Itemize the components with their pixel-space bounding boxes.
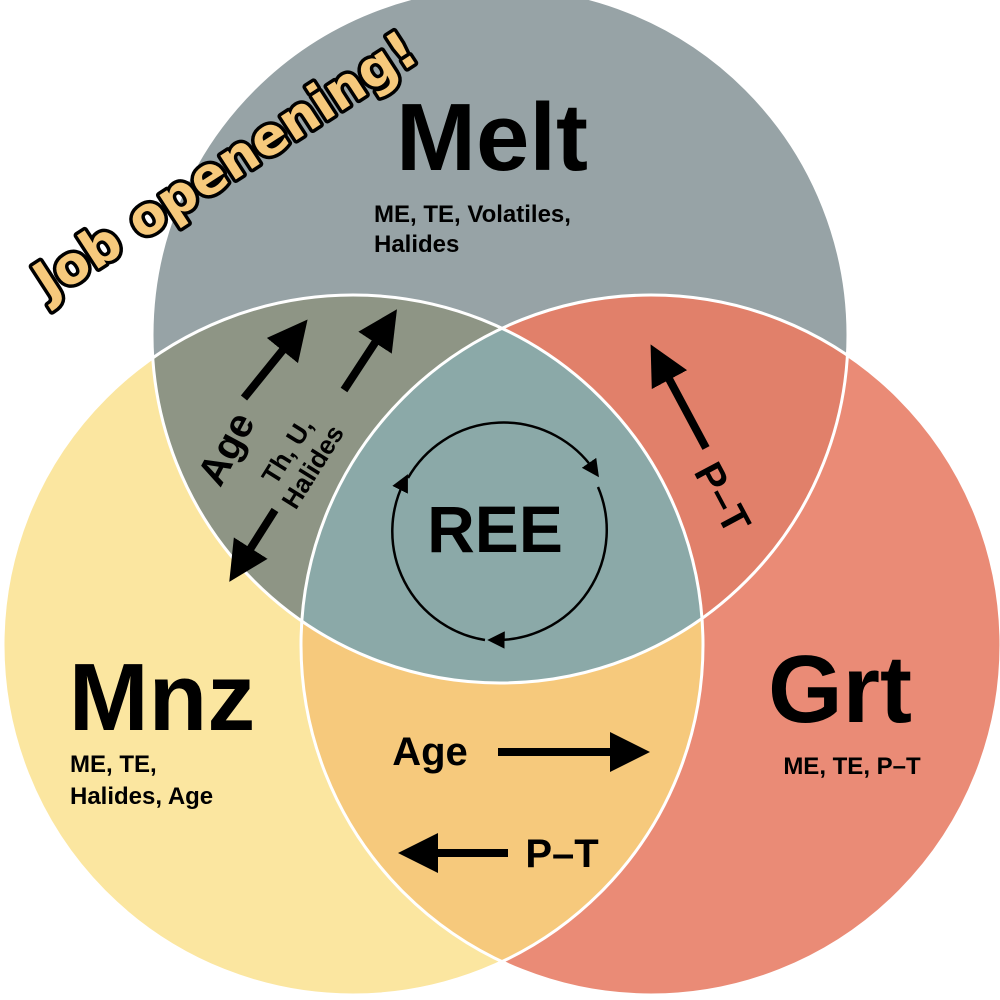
- melt-mnz-down-arrow: [229, 507, 279, 582]
- ree-cycle-arrow-left: [391, 474, 486, 642]
- mnz-desc-line2: Halides, Age: [70, 783, 213, 810]
- mnz-title: Mnz: [69, 644, 256, 751]
- melt-title: Melt: [396, 84, 588, 191]
- ree-cycle-arrow-top: [406, 421, 599, 479]
- melt-desc-line2: Halides: [374, 231, 459, 258]
- center-overlap: [301, 295, 703, 683]
- melt-mnz-age-arrow: [240, 319, 308, 401]
- ree-label: REE: [427, 492, 563, 566]
- grt-desc: ME, TE, P–T: [783, 753, 921, 780]
- mnz-desc-line1: ME, TE,: [70, 751, 157, 778]
- melt-grt-pt-arrow: [650, 344, 710, 450]
- melt-mnz-halides-arrow: [340, 309, 397, 393]
- ree-cycle-arrows: [391, 421, 609, 649]
- melt-desc-line1: ME, TE, Volatiles,: [374, 201, 571, 228]
- grt-title: Grt: [768, 636, 912, 743]
- ree-cycle-arrow-right: [487, 486, 609, 649]
- mnz-grt-age-label: Age: [392, 730, 468, 774]
- mnz-grt-pt-label: P–T: [525, 832, 598, 876]
